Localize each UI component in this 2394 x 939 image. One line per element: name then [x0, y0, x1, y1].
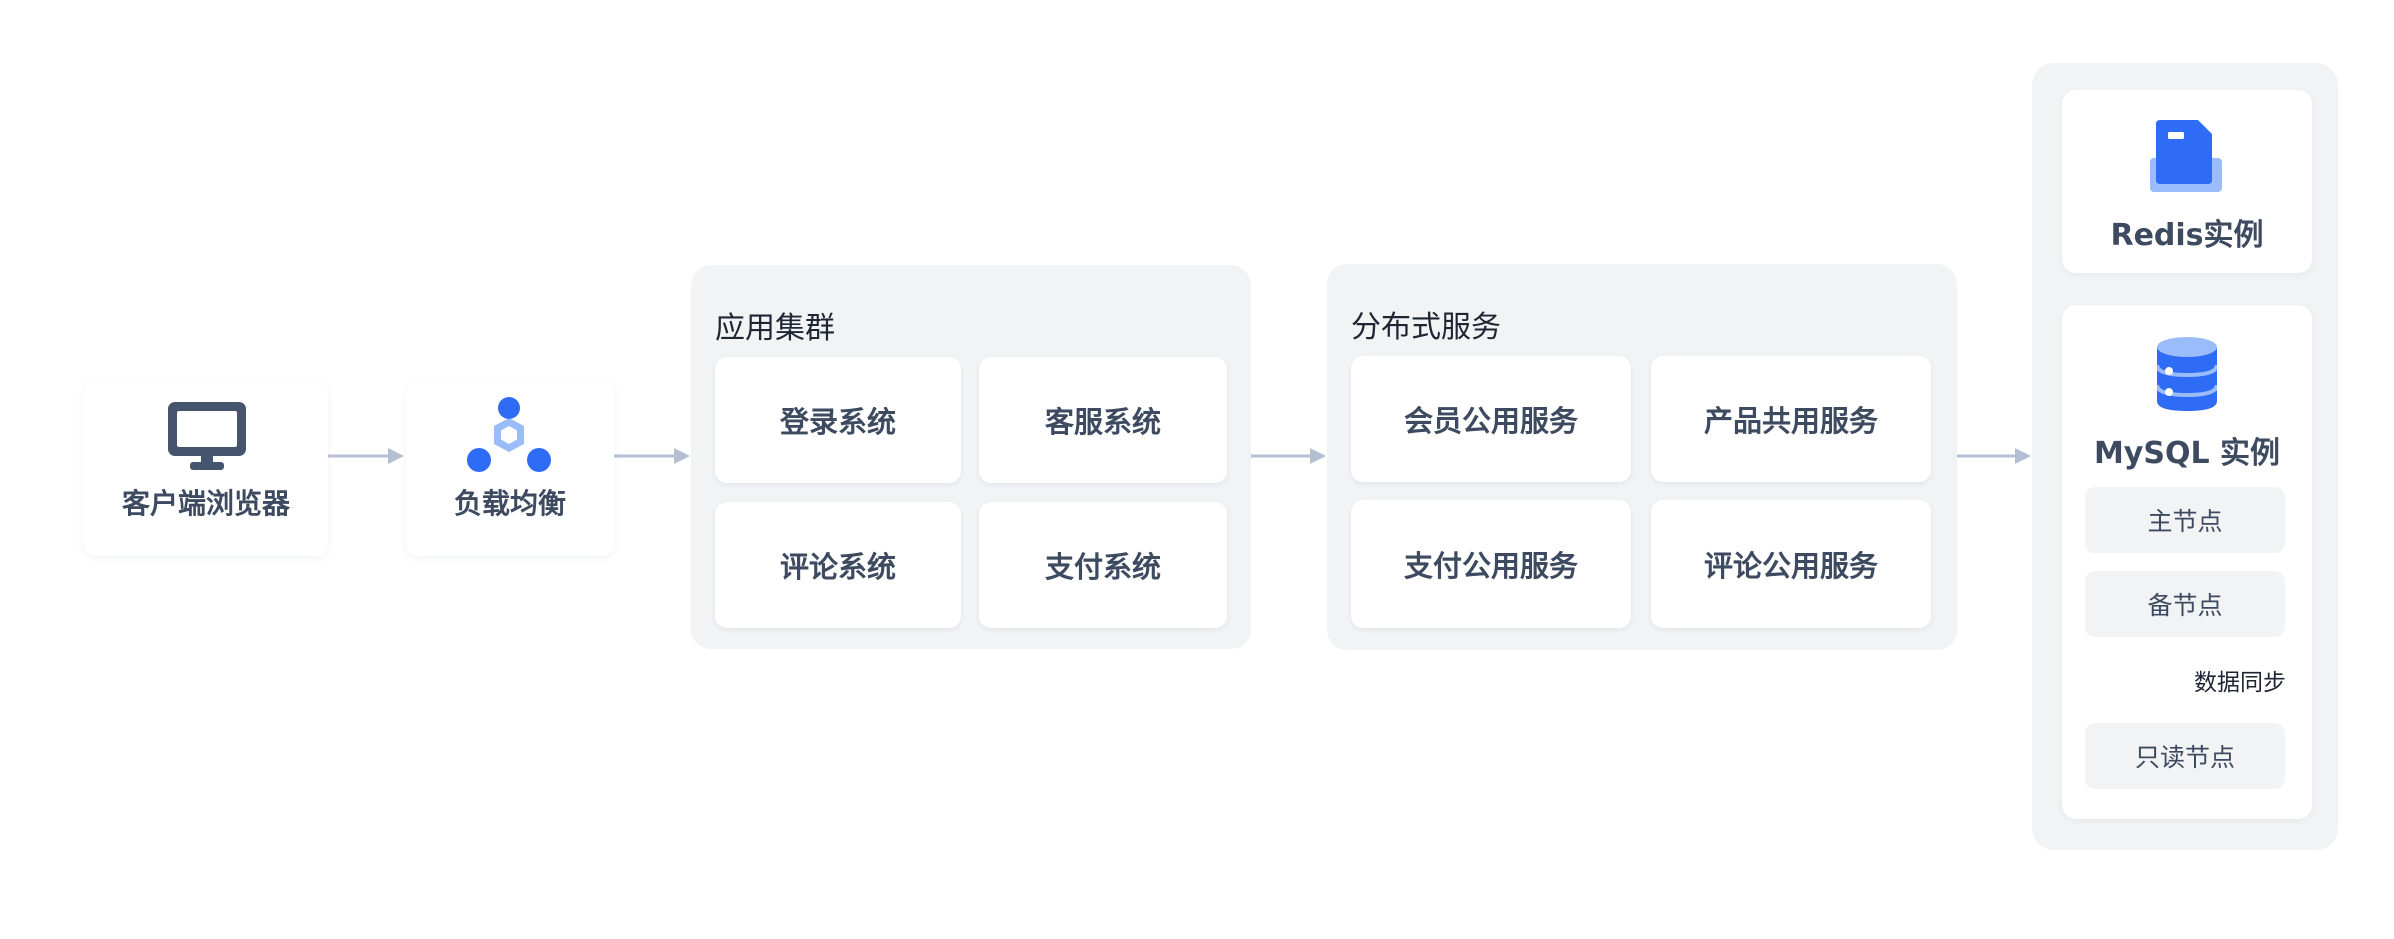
service-payment[interactable]: 支付系统 [979, 502, 1227, 628]
distributed-panel: 分布式服务 会员公用服务 产品共用服务 支付公用服务 评论公用服务 [1327, 264, 1957, 650]
service-comment-common[interactable]: 评论公用服务 [1651, 500, 1931, 628]
app-cluster-title: 应用集群 [715, 311, 835, 346]
browser-node[interactable]: 客户端浏览器 [84, 380, 328, 556]
arrow-app-to-dist [1251, 448, 1326, 464]
mysql-label: MySQL 实例 [2093, 436, 2281, 471]
mysql-card: MySQL 实例 主节点 备节点 数据同步 只读节点 [2062, 305, 2312, 819]
service-product-common[interactable]: 产品共用服务 [1651, 356, 1931, 482]
browser-label: 客户端浏览器 [121, 487, 290, 520]
monitor-icon [168, 402, 246, 470]
master-node[interactable]: 主节点 [2085, 487, 2285, 553]
database-icon [2157, 337, 2217, 411]
app-cluster-panel: 应用集群 登录系统 客服系统 评论系统 支付系统 [691, 265, 1251, 649]
arrow-lb-to-app [614, 448, 690, 464]
redis-icon [2150, 120, 2222, 192]
service-customer-support[interactable]: 客服系统 [979, 357, 1227, 483]
redis-label: Redis实例 [2110, 218, 2264, 253]
service-login[interactable]: 登录系统 [715, 357, 961, 483]
service-comment[interactable]: 评论系统 [715, 502, 961, 628]
load-balancer-icon [467, 397, 551, 472]
load-balancer-node[interactable]: 负载均衡 [406, 380, 614, 556]
arrow-dist-to-storage [1957, 448, 2031, 464]
distributed-title: 分布式服务 [1351, 310, 1501, 345]
sync-label: 数据同步 [2194, 670, 2286, 696]
standby-node[interactable]: 备节点 [2085, 571, 2285, 637]
service-member-common[interactable]: 会员公用服务 [1351, 356, 1631, 482]
arrow-browser-to-lb [328, 448, 404, 464]
load-balancer-label: 负载均衡 [453, 487, 566, 520]
service-payment-common[interactable]: 支付公用服务 [1351, 500, 1631, 628]
redis-card[interactable]: Redis实例 [2062, 90, 2312, 273]
readonly-node[interactable]: 只读节点 [2085, 723, 2285, 789]
